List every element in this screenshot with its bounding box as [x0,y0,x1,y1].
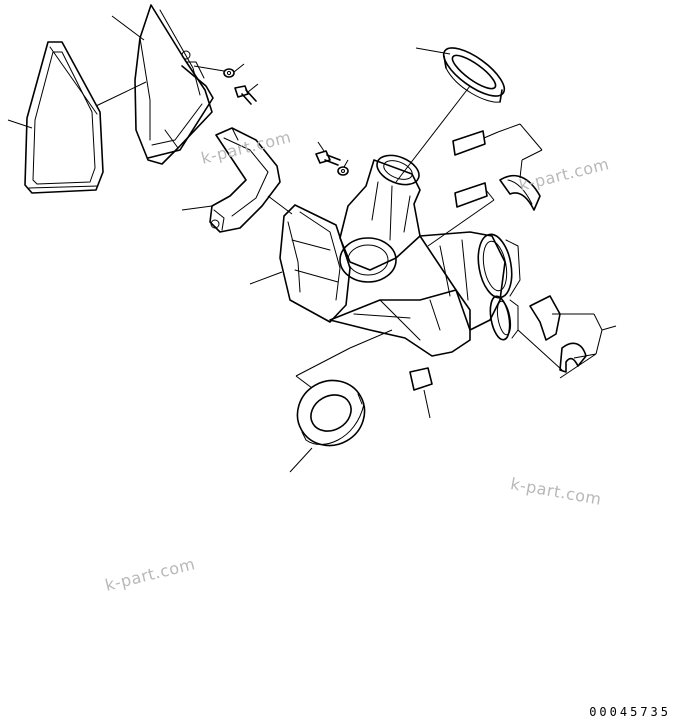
manifold-housing-part [249,154,521,357]
manifold-bolt-part [315,141,341,166]
washer-part [193,63,245,78]
clip-part [497,123,543,211]
gasket-frame-part [7,41,104,194]
ring-gasket-part [289,329,393,473]
pad-part-2 [427,182,495,247]
cover-part [95,4,214,165]
bolt-part [234,83,259,105]
manifold-washer-part [337,159,349,176]
right-clip-part-2 [517,313,617,379]
right-clip-part [529,295,561,341]
pad-part [452,130,499,156]
block-part [409,367,433,419]
ring-part [395,47,506,183]
drawing-code: 00045735 [589,705,671,719]
